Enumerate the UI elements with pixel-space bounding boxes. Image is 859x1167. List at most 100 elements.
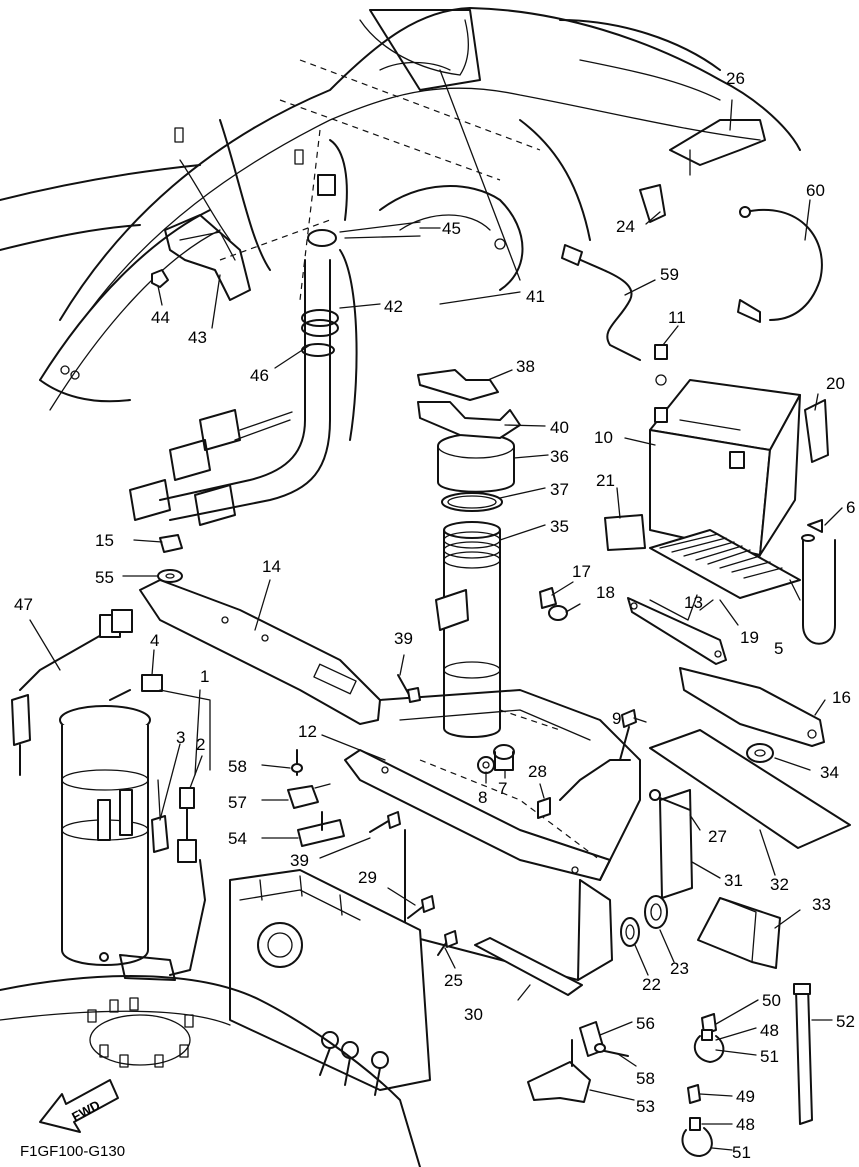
callout-34: 34 (820, 763, 839, 782)
callout-6: 6 (846, 498, 855, 517)
callout-30: 30 (464, 1005, 483, 1024)
callout-12: 12 (298, 722, 317, 741)
terminal-bolt-11 (654, 344, 668, 386)
callout-17: 17 (572, 562, 591, 581)
callout-16: 16 (832, 688, 851, 707)
callout-50: 50 (762, 991, 781, 1010)
grommet-44 (151, 269, 169, 288)
callout-51b: 51 (732, 1143, 751, 1162)
callout-29: 29 (358, 868, 377, 887)
clip-6 (807, 519, 823, 533)
callout-60: 60 (806, 181, 825, 200)
callout-24: 24 (616, 217, 635, 236)
callout-57: 57 (228, 793, 247, 812)
battery-10 (649, 379, 801, 556)
callout-23: 23 (670, 959, 689, 978)
tie-band-52 (793, 983, 813, 1125)
callout-38: 38 (516, 357, 535, 376)
sheet-30 (474, 937, 583, 996)
callout-46: 46 (250, 366, 269, 385)
callout-37: 37 (550, 480, 569, 499)
washer-18 (548, 605, 568, 621)
rivet-39a (397, 674, 421, 703)
battery-cable-60 (737, 206, 823, 323)
rivet-25 (437, 930, 458, 956)
callout-2: 2 (196, 735, 205, 754)
callout-47: 47 (14, 595, 33, 614)
callout-8: 8 (478, 788, 487, 807)
callout-10: 10 (594, 428, 613, 447)
cap-36 (437, 433, 515, 493)
callout-1: 1 (200, 667, 209, 686)
stay-13 (627, 597, 727, 665)
callout-5: 5 (774, 639, 783, 658)
callout-33: 33 (812, 895, 831, 914)
sheet-32 (649, 729, 851, 849)
rivet-39b (369, 811, 401, 833)
bracket-33 (697, 897, 781, 969)
grommet-23 (644, 895, 668, 929)
callout-41: 41 (526, 287, 545, 306)
callout-19: 19 (740, 628, 759, 647)
callout-55: 55 (95, 568, 114, 587)
callout-39b: 39 (290, 851, 309, 870)
callout-31: 31 (724, 871, 743, 890)
callout-42: 42 (384, 297, 403, 316)
pin-58b (594, 1043, 629, 1057)
callout-labels: 26 24 60 59 45 41 42 44 43 46 11 38 20 4… (14, 69, 855, 1162)
callout-39a: 39 (394, 629, 413, 648)
callout-44: 44 (151, 308, 170, 327)
callout-51a: 51 (760, 1047, 779, 1066)
band-40 (417, 401, 521, 439)
cap-17 (539, 587, 557, 609)
callout-14: 14 (262, 557, 281, 576)
clip-2 (177, 787, 197, 863)
callout-52: 52 (836, 1012, 855, 1031)
callout-22: 22 (642, 975, 661, 994)
bracket-54 (297, 811, 345, 847)
clamp-48a (693, 1029, 725, 1063)
filler-hose-assembly (129, 139, 358, 526)
callout-3: 3 (176, 728, 185, 747)
drawing-code: F1GF100-G130 (20, 1143, 125, 1160)
sender-3 (151, 779, 169, 853)
callout-58a: 58 (228, 757, 247, 776)
callout-11: 11 (668, 308, 686, 327)
callout-35: 35 (550, 517, 569, 536)
callout-48b: 48 (736, 1115, 755, 1134)
leader-lines (29, 69, 843, 1151)
stay-16 (679, 667, 825, 747)
battery-cable-59 (561, 244, 641, 361)
callout-32: 32 (770, 875, 789, 894)
clip-49 (687, 1084, 701, 1104)
wire-lead-47 (11, 609, 133, 776)
callout-26: 26 (726, 69, 745, 88)
callout-58b: 58 (636, 1069, 655, 1088)
hull-bottom (0, 975, 421, 1167)
bracket-24 (639, 184, 666, 223)
callout-45: 45 (442, 219, 461, 238)
label-21 (604, 514, 646, 551)
battery-pad-19 (649, 529, 801, 599)
callout-59: 59 (660, 265, 679, 284)
clamp-48b (681, 1117, 713, 1157)
breather-hose-5 (801, 534, 836, 645)
callout-28: 28 (528, 762, 547, 781)
rivet-29 (407, 895, 435, 919)
callout-27: 27 (708, 827, 727, 846)
callout-20: 20 (826, 374, 845, 393)
pump-wire-harness (159, 689, 211, 976)
callout-54: 54 (228, 829, 247, 848)
filter-body-35 (435, 521, 501, 738)
damper-28 (537, 797, 551, 819)
callout-25: 25 (444, 971, 463, 990)
nut-15 (159, 534, 183, 553)
callout-13: 13 (684, 593, 703, 612)
cover-20 (804, 399, 829, 463)
bolt-27 (649, 789, 691, 811)
o-ring-37 (441, 492, 503, 512)
bracket-53 (527, 1039, 591, 1103)
sheet-31 (659, 789, 693, 899)
callout-9: 9 (612, 709, 621, 728)
